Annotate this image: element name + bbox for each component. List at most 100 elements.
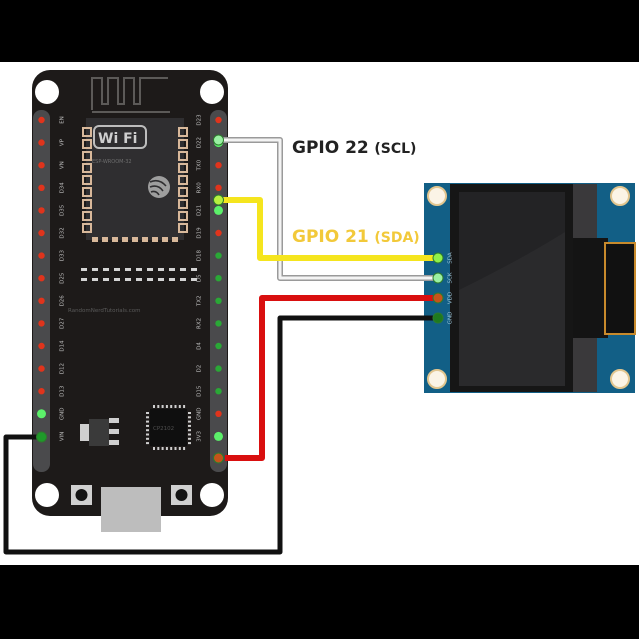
sda-wire[interactable] [218,197,438,261]
pin-gnd[interactable] [215,410,222,417]
pin-d33[interactable] [38,252,45,259]
pin-label: D13 [60,385,66,397]
pin-label: D5 [197,274,203,282]
mount-hole [610,369,630,389]
chip-pad [188,429,191,432]
module-pad [152,237,158,242]
chip-pad [153,405,155,408]
pin-label: TX2 [197,295,203,307]
pin-tx2[interactable] [215,297,222,304]
module-pad [82,199,92,209]
boot-button[interactable] [171,485,192,505]
pin-en[interactable] [38,116,45,124]
pin-label: VP [60,138,66,146]
espressif-logo-icon [148,176,170,198]
pin-d26[interactable] [38,297,45,304]
pin-gnd[interactable] [37,409,46,419]
sda-label-sub: (SDA) [374,230,420,246]
module-pad [92,237,98,242]
esp-pin-gnd-glow[interactable] [36,431,47,443]
pin-d34[interactable] [38,184,45,191]
pin-d18[interactable] [215,252,222,259]
module-pad [122,237,128,242]
header-dot [125,278,131,281]
esp-pin-d21-glow[interactable] [213,194,224,206]
pin-label: EN [60,116,66,124]
pin-d4[interactable] [215,342,222,350]
wires [3,137,438,555]
module-pad [82,175,92,185]
gnd-wire[interactable] [3,315,438,555]
pin-label: D34 [60,182,66,194]
pin-label: D15 [197,385,203,397]
module-pad [178,199,188,209]
module-pad [178,127,188,137]
pin-tx0[interactable] [215,162,222,169]
module-text: ESP-WROOM-32 [92,159,132,165]
esp-pin-3v3-glow[interactable] [213,452,224,464]
pin-d5[interactable] [215,275,222,282]
chip-pad [146,429,149,432]
pin-3v3[interactable] [214,431,223,441]
chip-pad [165,405,168,408]
pin-d25[interactable] [38,275,45,282]
pin-rx0[interactable] [215,184,222,191]
module-pad [82,139,92,149]
pin-label: RX2 [197,318,203,329]
header-dot [191,278,197,281]
header-dot [147,268,153,271]
oled-pin-sda[interactable] [432,252,444,264]
pin-label: D18 [197,249,203,261]
module-pad [82,163,92,173]
oled-pin-gnd[interactable] [432,312,444,324]
chip-pad [188,424,191,427]
usb-connector [101,487,161,532]
pin-d13[interactable] [38,388,45,395]
chip-pad [188,433,191,436]
pin-d32[interactable] [38,229,45,237]
oled-pin-vdd[interactable] [432,292,444,304]
pin-label: GND [60,407,66,420]
header-dot [81,268,87,271]
pin-label: D23 [197,114,203,126]
chip-pad [188,437,191,440]
pin-rx2[interactable] [215,320,222,327]
pin-label: D27 [60,317,66,329]
header-dot [103,278,109,281]
pin-label: D12 [60,363,66,374]
module-pad [172,237,178,242]
pin-d19[interactable] [215,229,222,237]
mount-hole [35,483,59,507]
chip-pad [178,405,181,408]
header-dot [136,278,142,281]
header-dot [114,278,120,281]
pin-d2[interactable] [215,365,222,372]
pin-d23[interactable] [215,116,222,124]
pin-vp[interactable] [38,139,45,146]
module-pad [178,163,188,173]
pin-d12[interactable] [38,365,45,372]
chip-pad [188,442,191,445]
chip-pad [146,437,149,440]
header-dot [180,268,186,271]
vdd-wire[interactable] [225,295,438,461]
module-pad [102,237,108,242]
header-dot [125,268,131,271]
usb-uart-chip: CP2102 [146,405,191,450]
oled-pin-sck[interactable] [432,272,444,284]
pin-d21[interactable] [214,205,223,215]
chip-pad [165,447,168,450]
pin-d27[interactable] [38,320,45,327]
esp-pin-d22-glow[interactable] [213,134,224,146]
pin-d35[interactable] [38,207,45,214]
flex-connector [604,242,636,335]
esp-module [86,118,184,240]
pin-vn[interactable] [38,162,45,169]
chip-pad [157,447,160,450]
pin-d15[interactable] [215,388,222,395]
module-pad [82,187,92,197]
oled-glare [459,192,565,290]
pin-d14[interactable] [38,342,45,350]
en-button[interactable] [71,485,92,505]
chip-pad [183,447,186,450]
